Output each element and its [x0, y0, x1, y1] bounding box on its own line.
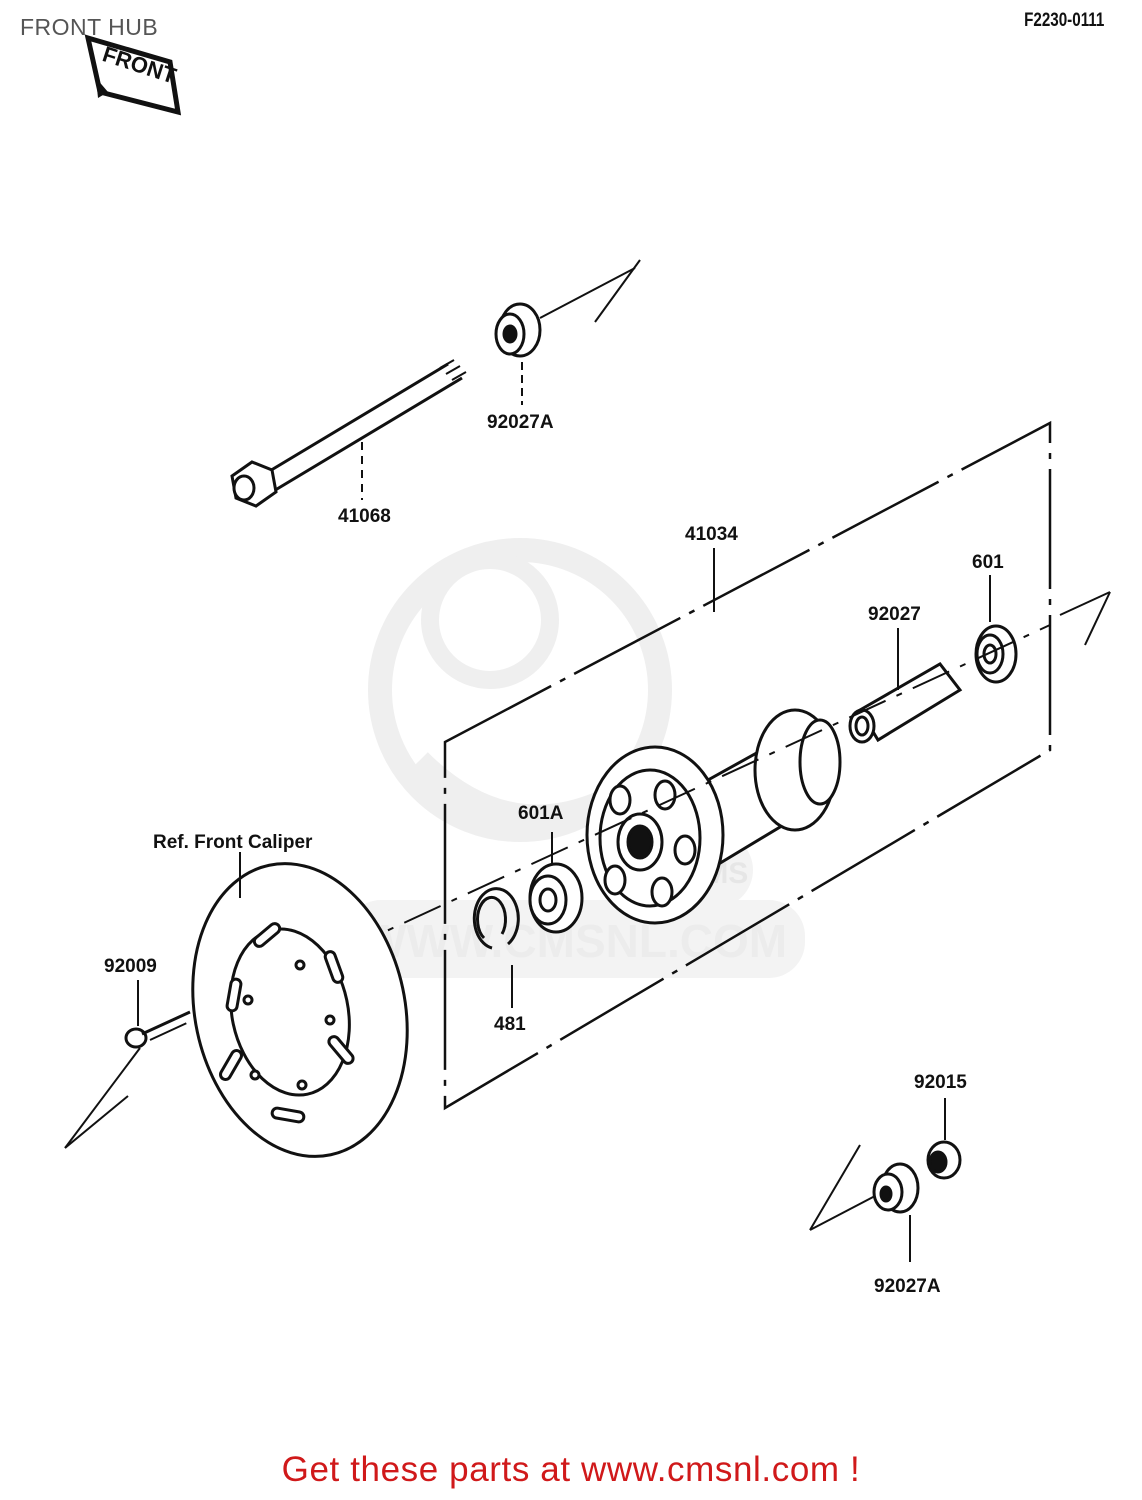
- hub-assembly-frame: [443, 420, 1052, 1111]
- label-92027a-top: 92027A: [487, 412, 554, 433]
- footer-cta-link[interactable]: Get these parts at www.cmsnl.com !: [281, 1450, 861, 1489]
- label-41068: 41068: [338, 506, 391, 527]
- footer-cta: Get these parts at www.cmsnl.com !: [0, 1450, 1142, 1490]
- collar-92027a-top[interactable]: [494, 302, 542, 358]
- label-92015: 92015: [914, 1072, 967, 1093]
- watermark-banner: [345, 900, 805, 978]
- label-41034: 41034: [685, 524, 738, 545]
- brake-disc[interactable]: [167, 843, 434, 1176]
- nut-92015[interactable]: [926, 1140, 962, 1180]
- bolt-92009[interactable]: [124, 1010, 191, 1049]
- bearing-601[interactable]: [974, 624, 1018, 684]
- axle-41068[interactable]: [230, 359, 467, 508]
- collar-92027a-bottom[interactable]: [872, 1162, 920, 1214]
- bearing-601a[interactable]: [528, 862, 584, 934]
- label-481: 481: [494, 1014, 526, 1035]
- axis-arrow-left: [64, 1047, 141, 1149]
- label-92027a-bottom: 92027A: [874, 1276, 941, 1297]
- axis-arrow-right: [1059, 591, 1111, 646]
- front-direction-stamp: FRONT: [84, 34, 182, 116]
- label-92009: 92009: [104, 956, 157, 977]
- spacer-92027[interactable]: [848, 662, 963, 744]
- circlip-481[interactable]: [472, 887, 520, 950]
- label-601a: 601A: [518, 803, 564, 824]
- page-title: FRONT HUB: [20, 14, 159, 40]
- label-92027: 92027: [868, 604, 921, 625]
- label-601: 601: [972, 552, 1004, 573]
- axis-line-bottom: [809, 1144, 876, 1231]
- front-arrow-icon: [96, 78, 108, 98]
- label-ref-front-caliper: Ref. Front Caliper: [153, 832, 313, 853]
- diagram-code: F2230-0111: [1023, 10, 1104, 31]
- axis-line-top: [539, 259, 641, 323]
- front-stamp-text: FRONT: [100, 41, 180, 88]
